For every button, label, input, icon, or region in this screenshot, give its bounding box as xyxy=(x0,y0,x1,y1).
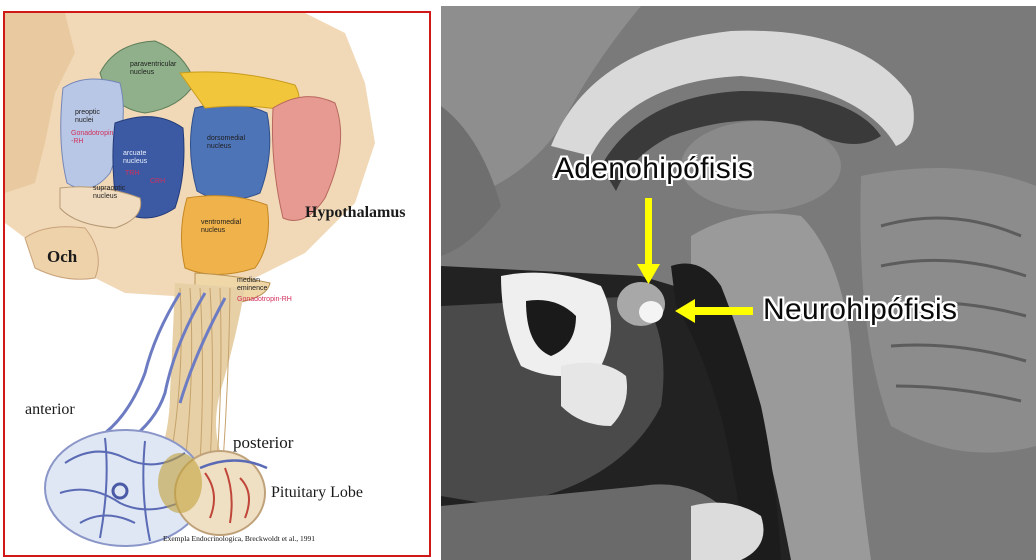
preoptic-label: preoptic nuclei xyxy=(75,109,100,125)
arcuate-label: arcuate nucleus xyxy=(123,150,147,166)
neurohipofisis-label: Neurohipófisis xyxy=(763,293,957,327)
gonadotropin-rh-label: Gonadotropin -RH xyxy=(71,130,113,146)
trh-label: TRH xyxy=(125,170,139,178)
credit-label: Exempla Endocrinologica, Breckwoldt et a… xyxy=(163,534,315,543)
mri-sagittal-image: Adenohipófisis Neurohipófisis xyxy=(441,6,1036,560)
pituitary-lobe-label: Pituitary Lobe xyxy=(271,484,363,502)
paraventricular-label: paraventricular nucleus xyxy=(130,61,176,77)
och-label: Och xyxy=(47,247,77,267)
anterior-label: anterior xyxy=(25,401,75,419)
median-eminence-label: median eminence xyxy=(237,277,267,293)
gonadotropin-rh-median-label: Gonadotropin-RH xyxy=(237,296,292,304)
illustration-artwork xyxy=(5,13,431,557)
hypothalamus-label: Hypothalamus xyxy=(305,204,405,222)
posterior-label: posterior xyxy=(233,433,293,453)
dorsomedial-label: dorsomedial nucleus xyxy=(207,135,245,151)
crh-label: CRH xyxy=(150,178,165,186)
adenohipofisis-label: Adenohipófisis xyxy=(554,152,753,186)
mri-artwork xyxy=(441,6,1036,560)
ventromedial-label: ventromedial nucleus xyxy=(201,219,241,235)
supraoptic-label: supraoptic nucleus xyxy=(93,185,125,201)
hypothalamus-pituitary-illustration: Och Hypothalamus anterior posterior Pitu… xyxy=(3,11,431,557)
